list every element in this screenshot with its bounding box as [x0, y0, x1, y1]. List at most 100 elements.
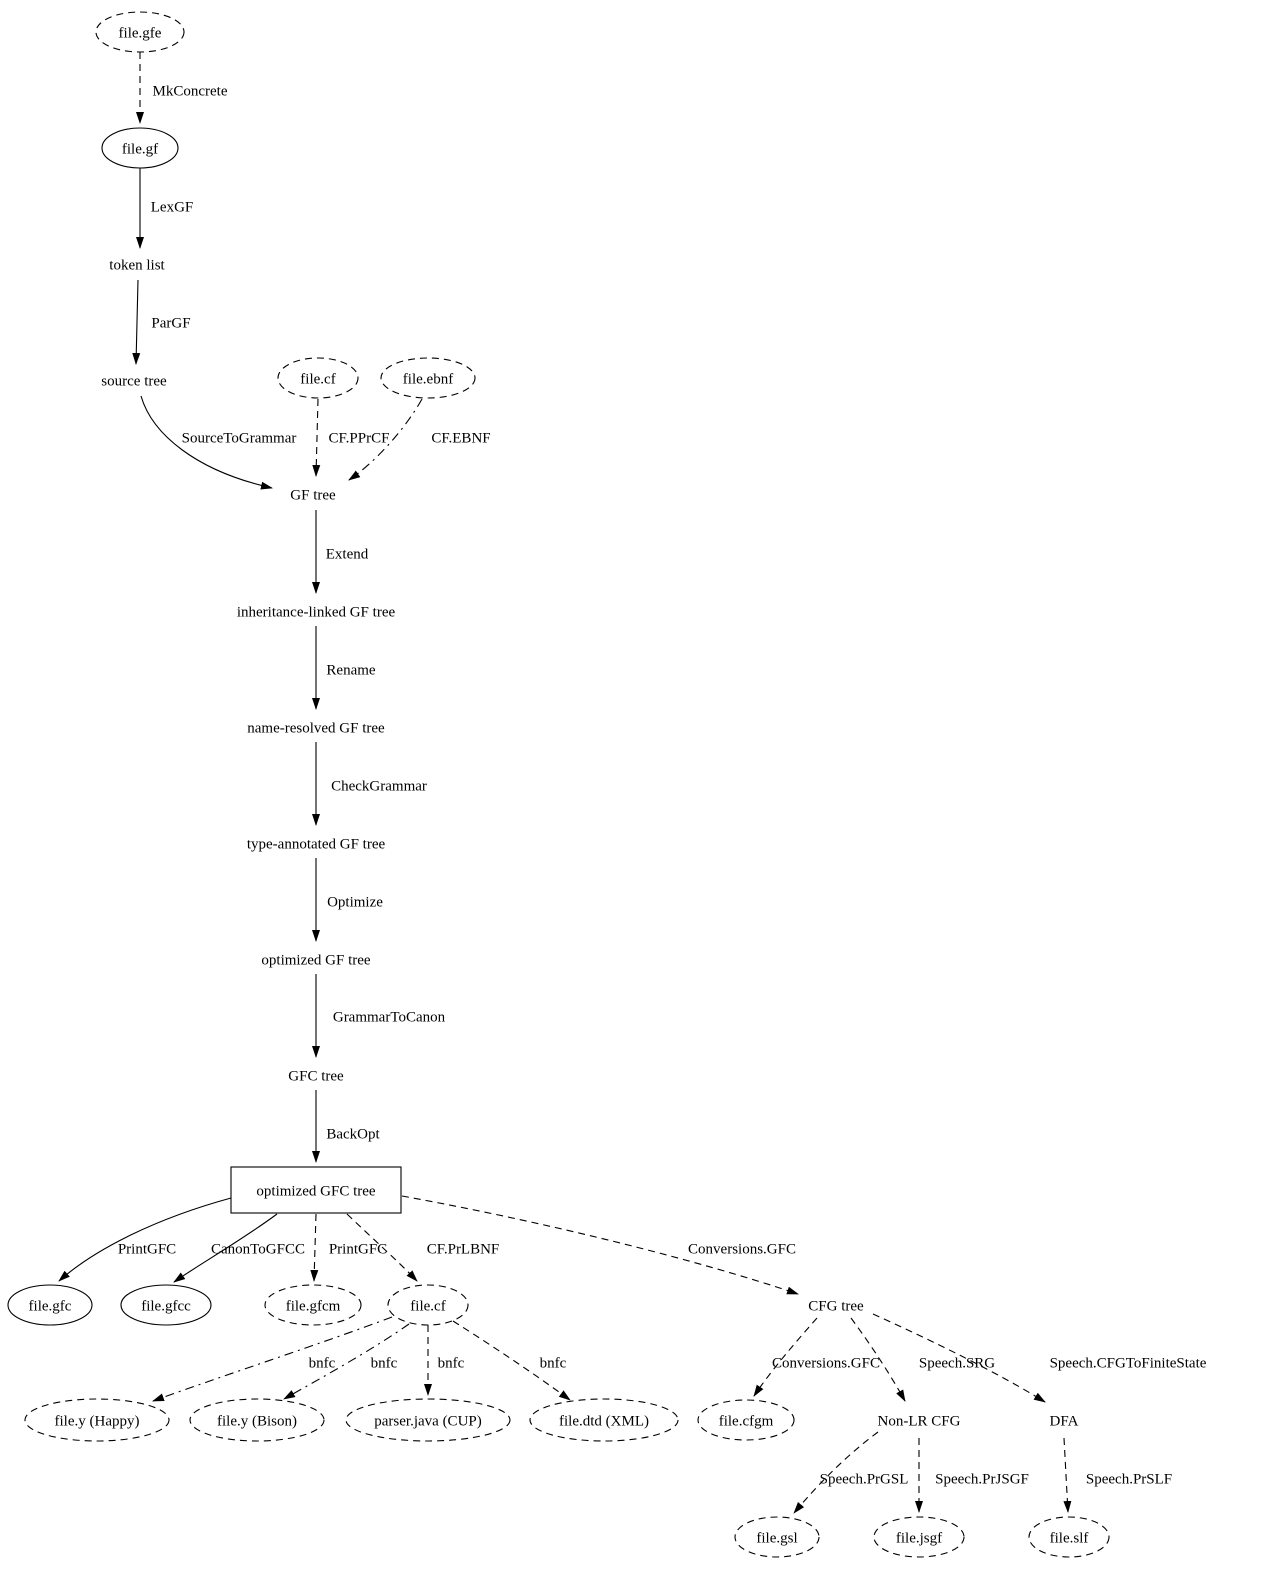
node-gf-tree: GF tree: [290, 487, 336, 503]
name-resolved-gf-tree-label: name-resolved GF tree: [247, 720, 385, 736]
node-file-slf: file.slf: [1028, 1516, 1110, 1558]
node-gfc-tree: GFC tree: [288, 1068, 344, 1084]
edge-label-lexgf: LexGF: [151, 199, 194, 215]
parser-java-cup-label: parser.java (CUP): [374, 1413, 481, 1429]
edge-speech-prslf: [1063, 1437, 1072, 1513]
edge-label-extend: Extend: [326, 546, 369, 562]
node-file-gf: file.gf: [101, 127, 179, 169]
edge-label-printgfc-gfcm: PrintGFC: [329, 1241, 387, 1257]
file-gfe-label: file.gfe: [119, 25, 162, 41]
node-file-gfe: file.gfe: [95, 11, 185, 53]
edge-label-grammartocanon: GrammarToCanon: [333, 1009, 446, 1025]
node-file-gsl: file.gsl: [734, 1516, 820, 1558]
node-file-jsgf: file.jsgf: [873, 1516, 965, 1558]
edge-label-bnfc-happy: bnfc: [309, 1355, 336, 1371]
file-ebnf-label: file.ebnf: [403, 371, 453, 387]
gfc-tree-label: GFC tree: [288, 1068, 344, 1084]
node-file-ebnf: file.ebnf: [380, 357, 476, 399]
edge-conversions-gfc-cfg-tree: [401, 1195, 799, 1295]
edge-label-speech-prgsl: Speech.PrGSL: [820, 1471, 909, 1487]
node-inheritance-linked-gf-tree: inheritance-linked GF tree: [237, 604, 396, 620]
file-ebnf-outline: [380, 357, 476, 399]
file-gfcm-outline: [264, 1284, 362, 1326]
edge-label-conversions-gfc-cfg-tree: Conversions.GFC: [688, 1241, 796, 1257]
cfg-tree-label: CFG tree: [808, 1298, 864, 1314]
edge-bnfc-happy: [152, 1316, 393, 1402]
edge-label-optimize: Optimize: [327, 894, 383, 910]
dfa-label: DFA: [1050, 1413, 1079, 1429]
edge-bnfc-xml: [452, 1320, 571, 1401]
edge-printgfc-gfcm: [310, 1213, 319, 1282]
edge-label-bnfc-bison: bnfc: [371, 1355, 398, 1371]
edge-label-sourcetogrammar: SourceToGrammar: [182, 430, 297, 446]
file-gfc-label: file.gfc: [29, 1298, 72, 1314]
edge-label-pargf: ParGF: [151, 315, 190, 331]
edge-label-conversions-gfc-cfgm: Conversions.GFC: [772, 1355, 880, 1371]
edge-label-speech-cfgtofinitestate: Speech.CFGToFiniteState: [1050, 1355, 1207, 1371]
file-gfcm-label: file.gfcm: [286, 1298, 341, 1314]
file-cf-out-label: file.cf: [410, 1298, 445, 1314]
node-file-gfcm: file.gfcm: [264, 1284, 362, 1326]
node-optimized-gfc-tree: optimized GFC tree: [230, 1166, 402, 1214]
file-gfcc-outline: [120, 1284, 212, 1326]
file-slf-label: file.slf: [1050, 1530, 1089, 1546]
edge-label-cf-pprcf: CF.PPrCF: [329, 430, 390, 446]
node-file-cf-in: file.cf: [277, 357, 359, 399]
edge-cf-pprcf: [312, 398, 321, 477]
token-list-label: token list: [109, 257, 165, 273]
edge-bnfc-bison: [283, 1323, 410, 1400]
edge-canontogfcc: [173, 1213, 278, 1283]
edge-label-bnfc-xml: bnfc: [540, 1355, 567, 1371]
file-gf-label: file.gf: [122, 141, 158, 157]
non-lr-cfg-label: Non-LR CFG: [878, 1413, 961, 1429]
inheritance-linked-gf-tree-label: inheritance-linked GF tree: [237, 604, 396, 620]
node-file-y-happy: file.y (Happy): [24, 1398, 170, 1442]
file-cfgm-label: file.cfgm: [719, 1413, 774, 1429]
type-annotated-gf-tree-label: type-annotated GF tree: [247, 836, 386, 852]
optimized-gfc-tree-label: optimized GFC tree: [256, 1183, 375, 1199]
file-cf-out-outline: [387, 1284, 469, 1326]
file-dtd-xml-label: file.dtd (XML): [559, 1413, 649, 1429]
edge-label-canontogfcc: CanonToGFCC: [211, 1241, 305, 1257]
edge-label-backopt: BackOpt: [326, 1126, 380, 1142]
node-file-dtd-xml: file.dtd (XML): [529, 1398, 679, 1442]
file-y-bison-outline: [189, 1398, 325, 1442]
file-gsl-label: file.gsl: [756, 1530, 797, 1546]
node-name-resolved-gf-tree: name-resolved GF tree: [247, 720, 385, 736]
nodes-layer: file.gfe file.gf token list source tree file…: [7, 11, 1110, 1558]
node-file-y-bison: file.y (Bison): [189, 1398, 325, 1442]
edge-label-checkgrammar: CheckGrammar: [331, 778, 427, 794]
node-source-tree: source tree: [101, 373, 167, 389]
node-optimized-gf-tree: optimized GF tree: [261, 952, 370, 968]
edge-cf-ebnf: [348, 398, 423, 481]
node-dfa: DFA: [1050, 1413, 1079, 1429]
node-file-gfcc: file.gfcc: [120, 1284, 212, 1326]
optimized-gf-tree-label: optimized GF tree: [261, 952, 370, 968]
file-gfcc-label: file.gfcc: [141, 1298, 191, 1314]
file-y-bison-label: file.y (Bison): [217, 1413, 297, 1429]
file-gfe-outline: [95, 11, 185, 53]
edge-label-mkconcrete: MkConcrete: [153, 83, 228, 99]
file-cf-in-label: file.cf: [300, 371, 335, 387]
file-jsgf-label: file.jsgf: [896, 1530, 942, 1546]
file-cfgm-outline: [697, 1399, 795, 1441]
node-file-gfc: file.gfc: [7, 1284, 93, 1326]
edge-sourcetogrammar: [140, 395, 273, 490]
node-file-cf-out: file.cf: [387, 1284, 469, 1326]
edge-speech-srg: [850, 1317, 906, 1402]
node-cfg-tree: CFG tree: [808, 1298, 864, 1314]
file-gf-outline: [101, 127, 179, 169]
file-dtd-xml-outline: [529, 1398, 679, 1442]
parser-java-cup-outline: [345, 1398, 511, 1442]
source-tree-label: source tree: [101, 373, 167, 389]
edge-label-cf-prlbnf: CF.PrLBNF: [427, 1241, 500, 1257]
file-slf-outline: [1028, 1516, 1110, 1558]
node-file-cfgm: file.cfgm: [697, 1399, 795, 1441]
edge-label-printgfc-gfc: PrintGFC: [118, 1241, 176, 1257]
file-cf-in-outline: [277, 357, 359, 399]
optimized-gfc-tree-outline: [230, 1166, 402, 1214]
file-gsl-outline: [734, 1516, 820, 1558]
edge-conversions-gfc-cfgm: [753, 1317, 818, 1397]
